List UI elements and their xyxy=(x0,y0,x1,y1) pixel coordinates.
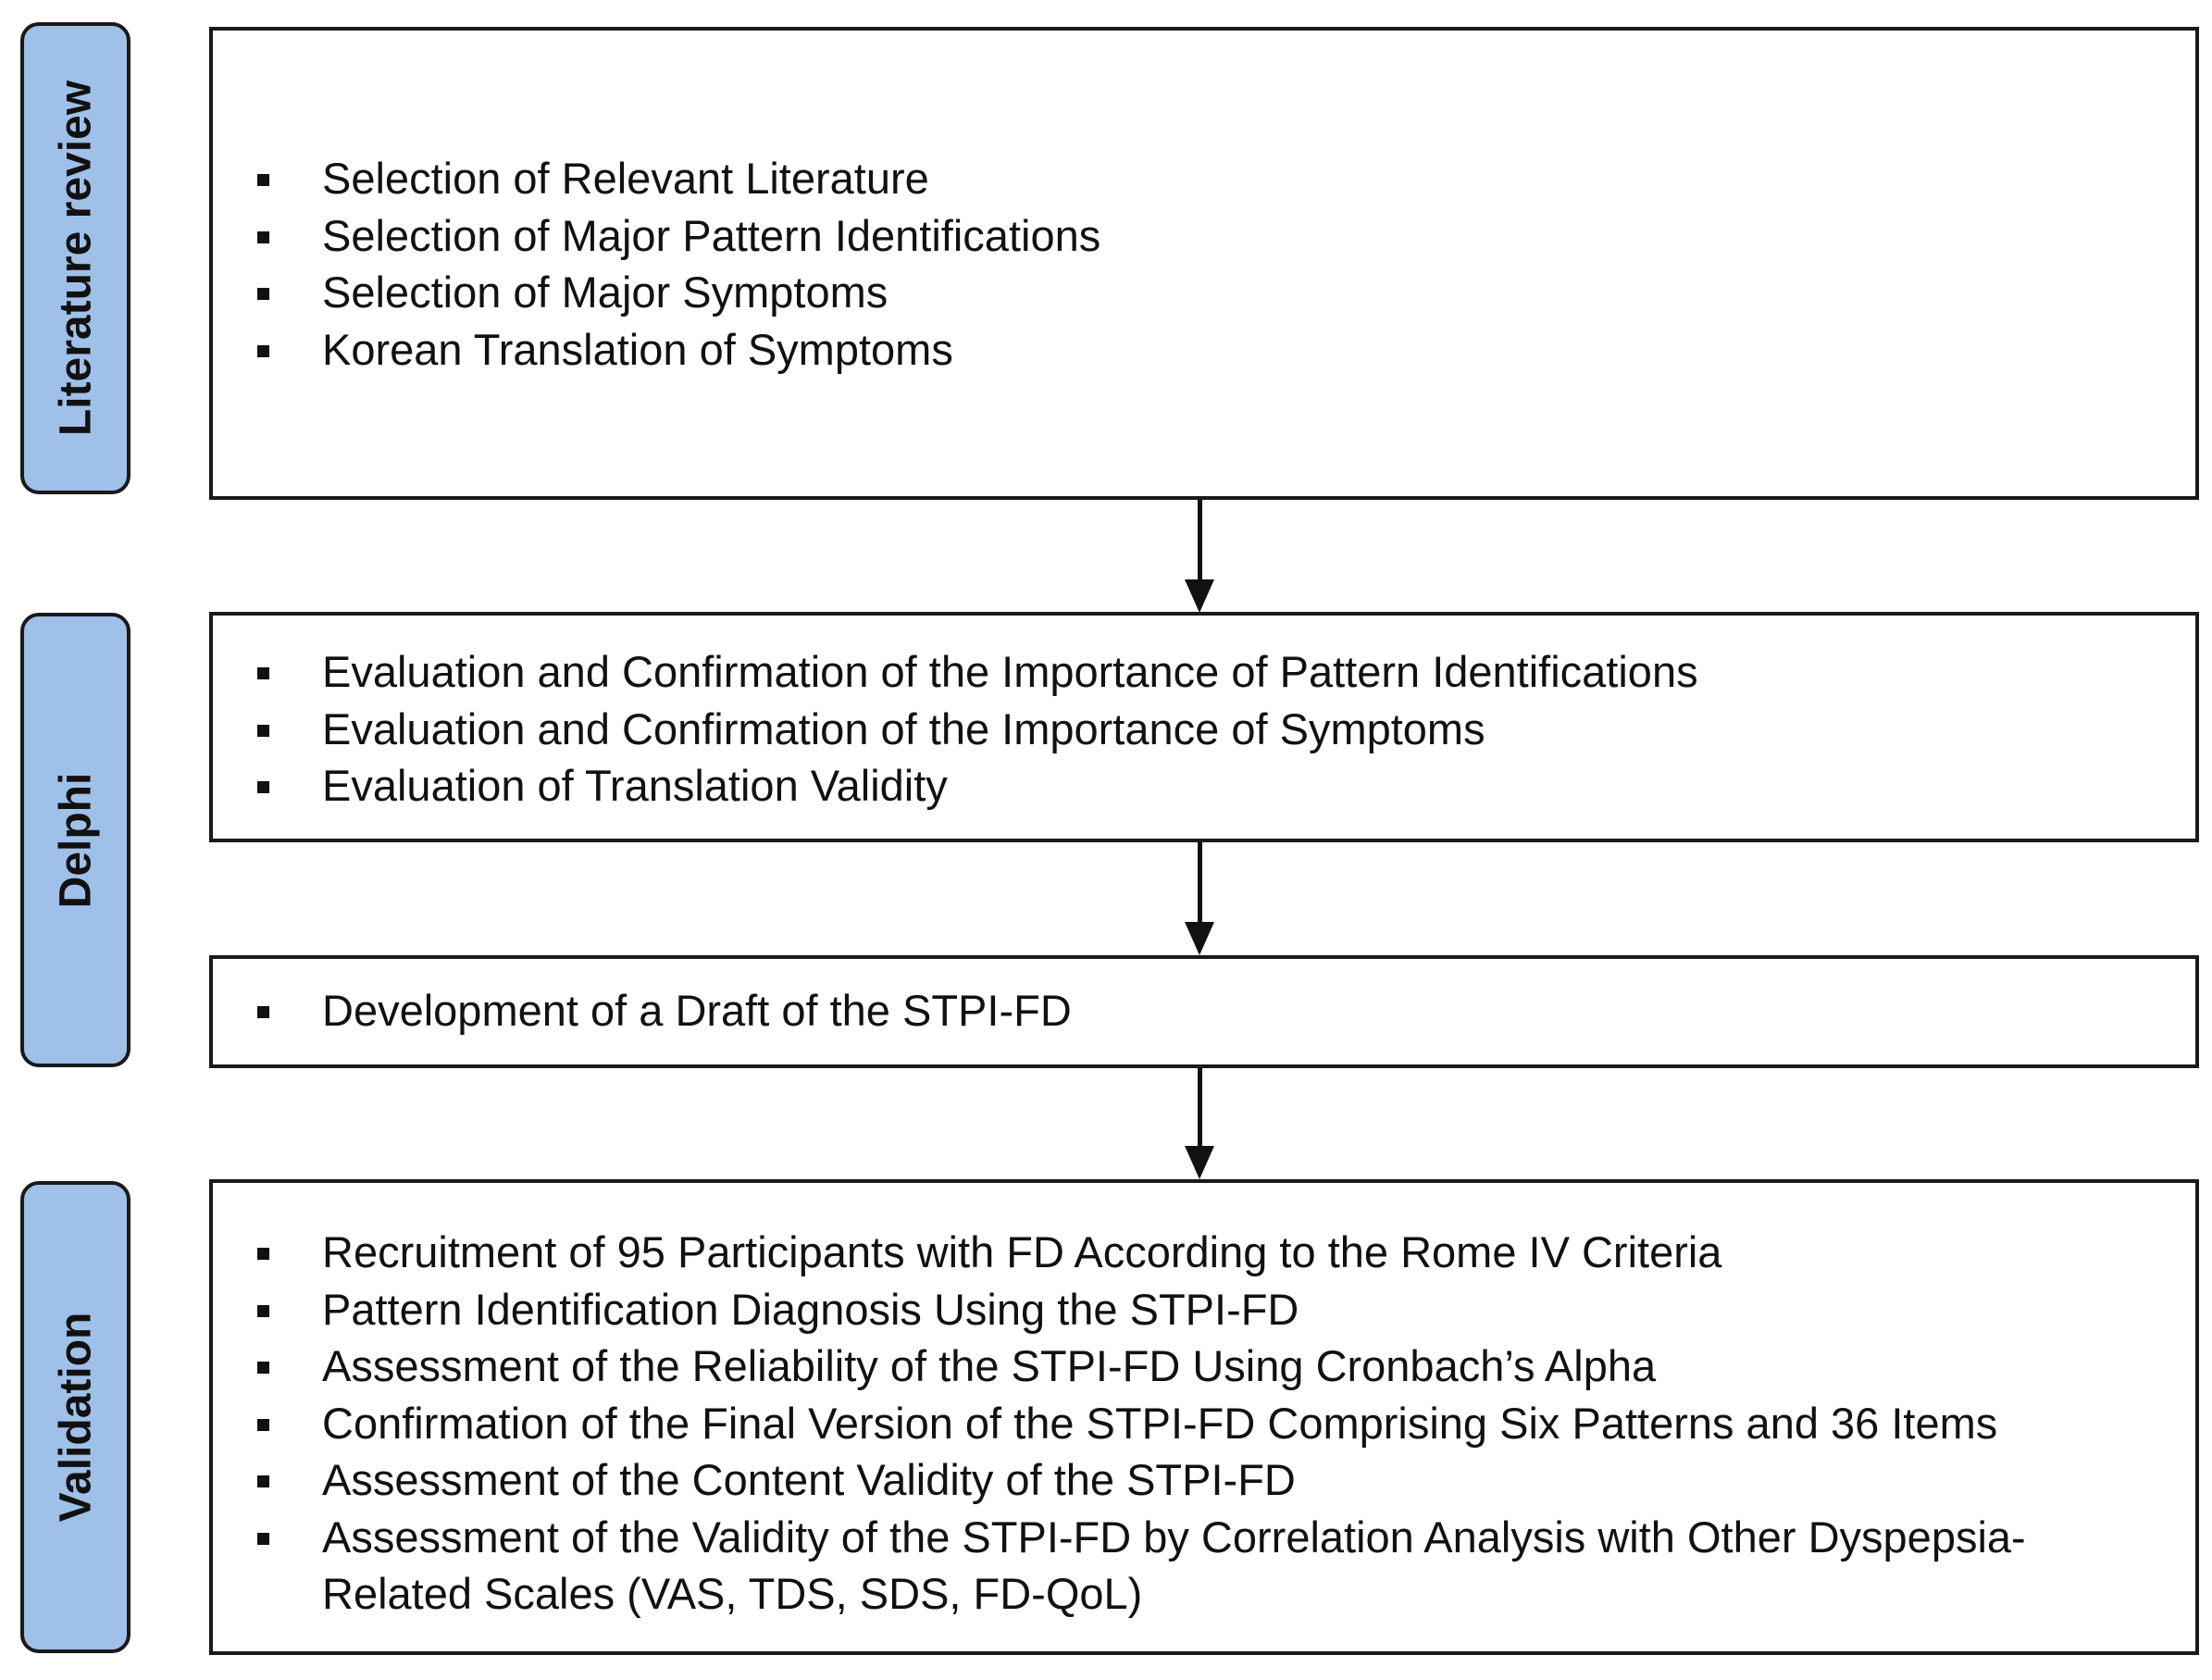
stage-tab-validation: Validation xyxy=(20,1181,130,1653)
list-item-text: Evaluation of Translation Validity xyxy=(322,761,948,810)
stage-tab-delphi: Delphi xyxy=(20,613,130,1067)
bullet-icon xyxy=(257,667,269,679)
flow-arrow-2 xyxy=(1185,842,1214,955)
list-item: Evaluation and Confirmation of the Impor… xyxy=(213,701,2195,758)
list-item: Pattern Identification Diagnosis Using t… xyxy=(213,1281,2195,1338)
arrow-head-icon xyxy=(1185,1146,1214,1179)
list-item: Confirmation of the Final Version of the… xyxy=(213,1395,2195,1452)
validation-list: Recruitment of 95 Participants with FD A… xyxy=(213,1224,2195,1623)
list-item-text: Evaluation and Confirmation of the Impor… xyxy=(322,703,1485,753)
bullet-icon xyxy=(257,724,269,737)
delphi-evaluation-list: Evaluation and Confirmation of the Impor… xyxy=(213,643,2195,815)
list-item: Recruitment of 95 Participants with FD A… xyxy=(213,1224,2195,1281)
list-item: Assessment of the Content Validity of th… xyxy=(213,1451,2195,1509)
arrow-head-icon xyxy=(1185,922,1214,955)
list-item-text: Pattern Identification Diagnosis Using t… xyxy=(322,1284,1299,1334)
list-item-text: Selection of Major Symptoms xyxy=(322,268,889,317)
list-item-text: Confirmation of the Final Version of the… xyxy=(322,1398,1998,1448)
flow-arrow-1 xyxy=(1185,500,1214,613)
list-item: Development of a Draft of the STPI-FD xyxy=(213,982,2195,1039)
list-item-text: Assessment of the Content Validity of th… xyxy=(322,1455,1296,1504)
draft-development-list: Development of a Draft of the STPI-FD xyxy=(213,982,2195,1039)
arrow-shaft xyxy=(1197,842,1202,924)
literature-review-list: Selection of Relevant Literature Selecti… xyxy=(213,150,2195,378)
list-item: Evaluation of Translation Validity xyxy=(213,757,2195,815)
bullet-icon xyxy=(257,781,269,793)
arrow-shaft xyxy=(1197,500,1202,581)
list-item: Evaluation and Confirmation of the Impor… xyxy=(213,643,2195,701)
list-item: Assessment of the Reliability of the STP… xyxy=(213,1338,2195,1395)
validation-box: Recruitment of 95 Participants with FD A… xyxy=(209,1179,2199,1655)
list-item-text: Korean Translation of Symptoms xyxy=(322,324,953,374)
draft-development-box: Development of a Draft of the STPI-FD xyxy=(209,955,2199,1068)
list-item-text: Recruitment of 95 Participants with FD A… xyxy=(322,1227,1722,1276)
list-item-text: Evaluation and Confirmation of the Impor… xyxy=(322,647,1698,696)
bullet-icon xyxy=(257,288,269,300)
list-item: Korean Translation of Symptoms xyxy=(213,321,2195,379)
list-item-text: Selection of Major Pattern Identificatio… xyxy=(322,210,1101,260)
flow-arrow-3 xyxy=(1185,1068,1214,1179)
list-item-text: Assessment of the Reliability of the STP… xyxy=(322,1341,1657,1390)
bullet-icon xyxy=(257,1475,269,1487)
list-item: Selection of Major Pattern Identificatio… xyxy=(213,207,2195,265)
list-item: Selection of Major Symptoms xyxy=(213,264,2195,321)
list-item-text: Selection of Relevant Literature xyxy=(322,154,929,203)
stage-tab-literature-review: Literature review xyxy=(20,22,130,494)
bullet-icon xyxy=(257,1304,269,1317)
delphi-evaluation-box: Evaluation and Confirmation of the Impor… xyxy=(209,612,2199,842)
stage-label-validation: Validation xyxy=(51,1312,100,1523)
stage-label-literature-review: Literature review xyxy=(51,80,100,437)
bullet-icon xyxy=(257,344,269,357)
arrow-head-icon xyxy=(1185,579,1214,613)
stage-label-delphi: Delphi xyxy=(51,772,100,908)
list-item: Assessment of the Validity of the STPI-F… xyxy=(213,1509,2195,1623)
bullet-icon xyxy=(257,230,269,243)
bullet-icon xyxy=(257,1418,269,1431)
bullet-icon xyxy=(257,1362,269,1374)
bullet-icon xyxy=(257,1248,269,1260)
bullet-icon xyxy=(257,174,269,186)
literature-review-box: Selection of Relevant Literature Selecti… xyxy=(209,27,2199,500)
list-item: Selection of Relevant Literature xyxy=(213,150,2195,207)
list-item-text: Assessment of the Validity of the STPI-F… xyxy=(322,1512,2026,1619)
bullet-icon xyxy=(257,1532,269,1545)
list-item-text: Development of a Draft of the STPI-FD xyxy=(322,986,1072,1035)
arrow-shaft xyxy=(1197,1068,1202,1148)
bullet-icon xyxy=(257,1006,269,1018)
